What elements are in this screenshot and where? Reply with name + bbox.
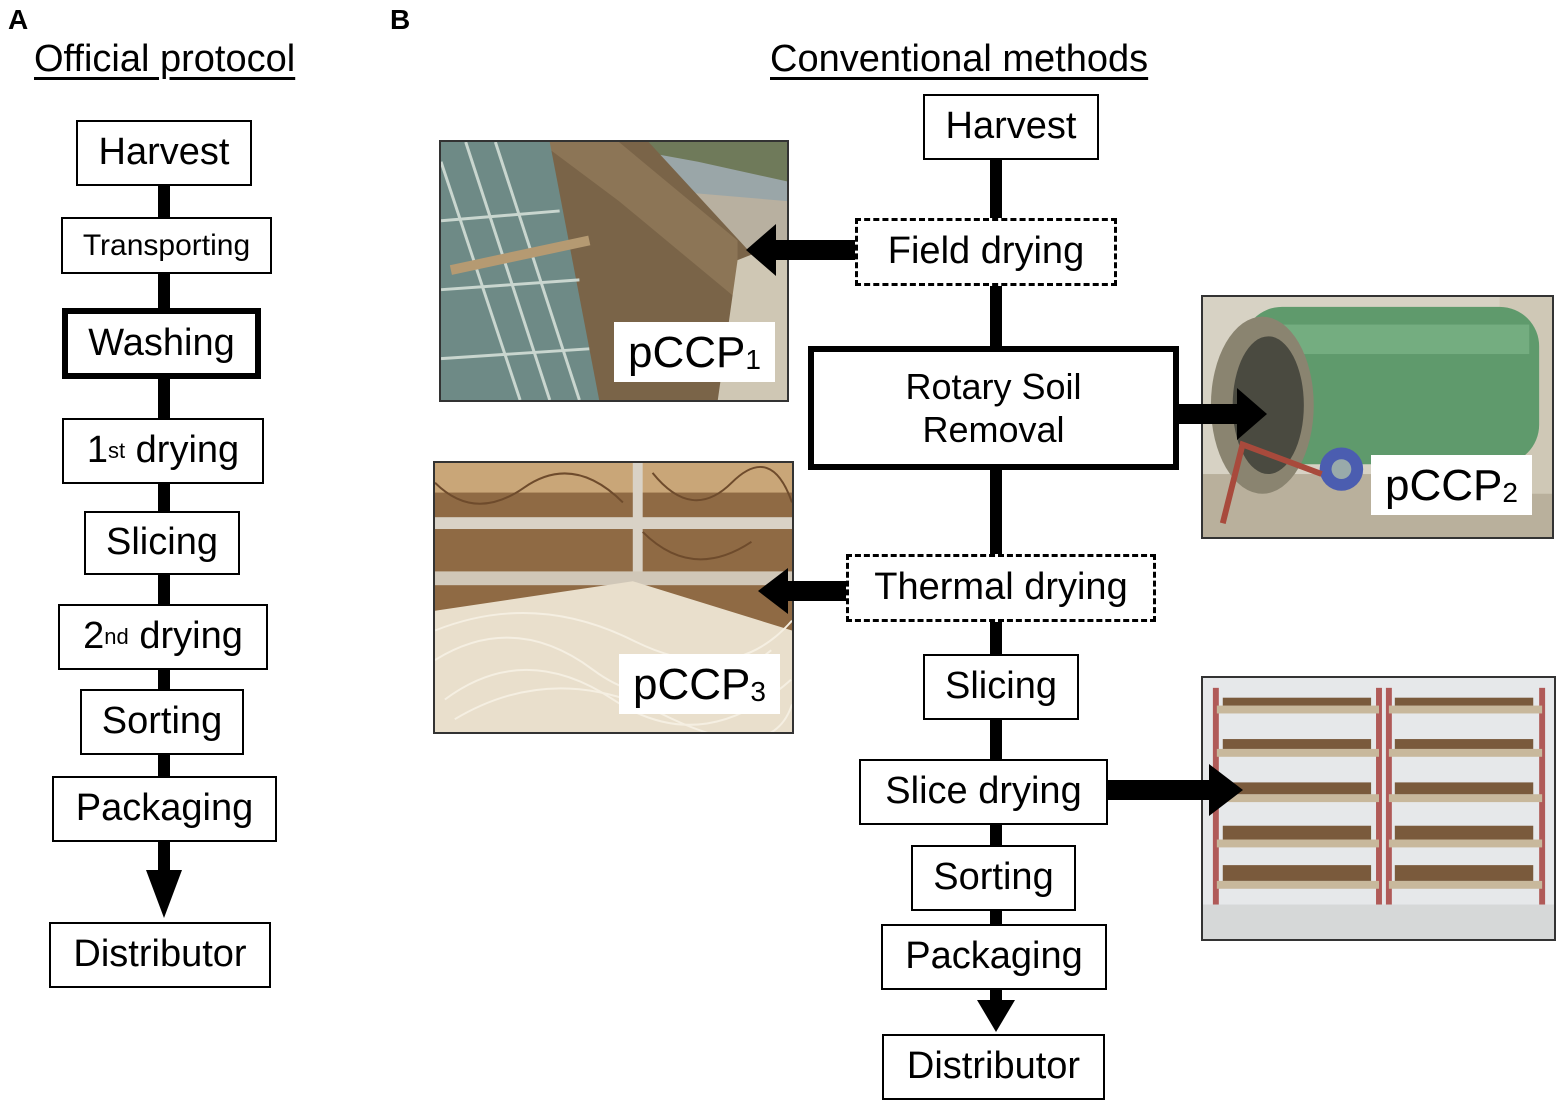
b-step-sorting: Sorting: [911, 845, 1076, 911]
panel-b-title: Conventional methods: [770, 38, 1149, 80]
rotary-arrow-right-icon: [1175, 388, 1267, 440]
second-drying-number: 2: [83, 615, 105, 658]
b-step-slice-drying: Slice drying: [859, 759, 1108, 825]
pccp2-subscript: 2: [1502, 477, 1518, 508]
pccp1-label: pCCP1: [614, 322, 775, 382]
pccp3-main: pCCP: [633, 660, 751, 709]
a-step-harvest: Harvest: [76, 120, 252, 186]
a-step-sorting: Sorting: [80, 689, 244, 755]
field-drying-arrow-left-icon: [746, 224, 858, 276]
slice-drying-racks-photo: [1201, 676, 1556, 941]
rotary-label-line1: Rotary Soil: [905, 365, 1082, 407]
a-step-slicing: Slicing: [84, 511, 240, 575]
pccp1-main: pCCP: [628, 328, 746, 377]
pccp2-label: pCCP2: [1371, 455, 1532, 515]
panel-a-title: Official protocol: [34, 38, 296, 80]
a-step-distributor: Distributor: [49, 922, 271, 988]
thermal-drying-arrow-left-icon: [758, 568, 850, 614]
slice-drying-arrow-right-icon: [1103, 764, 1243, 816]
b-step-slicing: Slicing: [923, 654, 1079, 720]
panel-b-letter: B: [390, 4, 411, 35]
field-drying-photo: [439, 140, 789, 402]
b-step-field-drying: Field drying: [855, 218, 1117, 286]
panel-a-letter: A: [8, 4, 29, 35]
panel-a-arrow-down-icon: [146, 870, 182, 918]
b-step-harvest: Harvest: [923, 94, 1099, 160]
pccp1-subscript: 1: [745, 344, 761, 375]
rotary-label-line2: Removal: [922, 409, 1065, 450]
pccp2-main: pCCP: [1385, 461, 1503, 510]
pccp3-label: pCCP3: [619, 654, 780, 714]
a-step-transporting: Transporting: [61, 217, 272, 274]
a-step-washing: Washing: [62, 308, 261, 379]
b-step-distributor: Distributor: [882, 1034, 1105, 1100]
b-step-packaging: Packaging: [881, 924, 1107, 990]
a-step-packaging: Packaging: [52, 776, 277, 842]
first-drying-number: 1: [86, 429, 108, 472]
second-drying-label: drying: [128, 615, 243, 658]
first-drying-label: drying: [125, 429, 240, 472]
pccp3-subscript: 3: [750, 676, 766, 707]
panel-b-arrow-down-icon: [977, 1000, 1015, 1032]
b-step-thermal-drying: Thermal drying: [846, 554, 1156, 622]
b-step-rotary-soil-removal: Rotary Soil Removal: [808, 346, 1179, 470]
